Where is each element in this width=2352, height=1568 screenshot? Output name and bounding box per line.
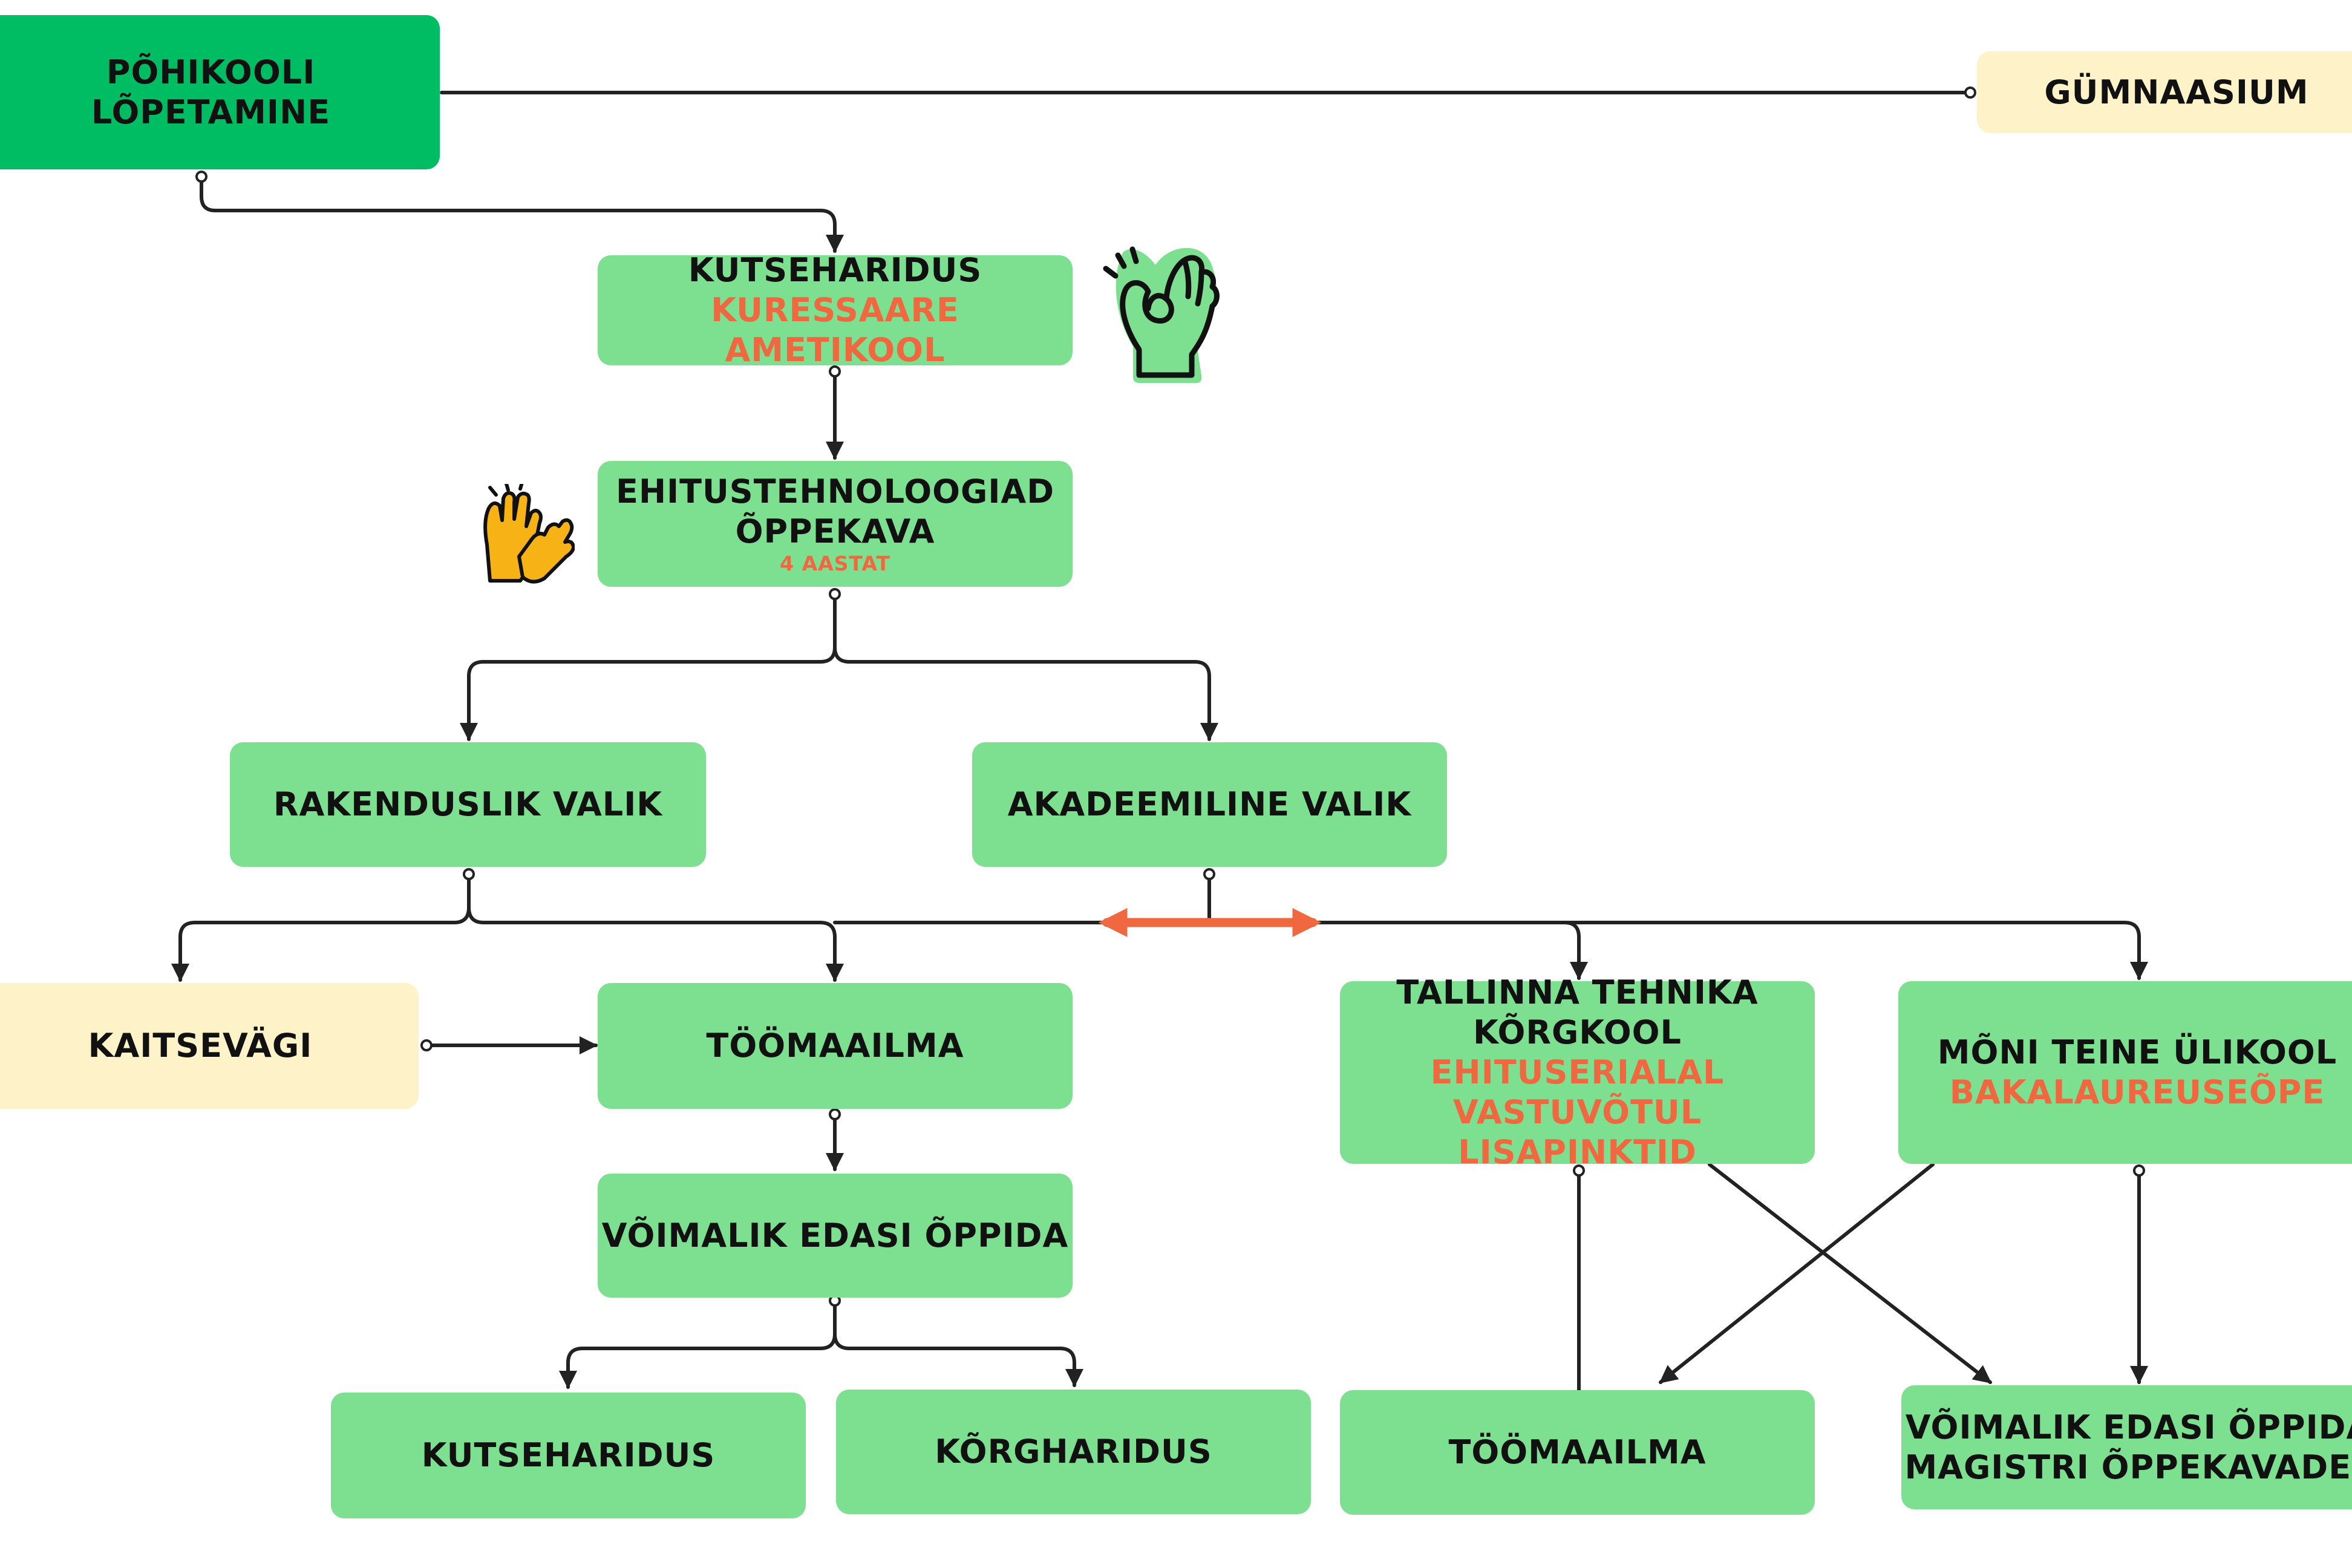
node-voimalik-edasi-oppida-right: VÕIMALIK EDASI ÕPPIDA MAGISTRI ÕPPEKAVAD…	[1901, 1385, 2352, 1509]
node-title: KÕRGHARIDUS	[935, 1432, 1212, 1471]
node-title: VÕIMALIK EDASI ÕPPIDA	[601, 1216, 1069, 1255]
node-title-line1: EHITUSTEHNOLOOGIAD	[615, 472, 1055, 511]
node-kutseharidus-bottom: KUTSEHARIDUS	[331, 1393, 806, 1518]
connector-voimalik-korgharidus	[833, 1332, 1083, 1387]
node-title: TÖÖMAAILMA	[706, 1027, 964, 1065]
connector-dot	[829, 365, 841, 377]
node-title: KUTSEHARIDUS	[688, 251, 982, 290]
node-title-line2: MAGISTRI ÕPPEKAVADEL	[1904, 1448, 2352, 1486]
connector-dot	[1203, 868, 1215, 880]
node-title: MÕNI TEINE ÜLIKOOL	[1937, 1033, 2337, 1072]
node-kutseharidus-top: KUTSEHARIDUS KURESSAARE AMETIKOOL	[598, 251, 1073, 369]
node-voimalik-edasi-oppida-left: VÕIMALIK EDASI ÕPPIDA	[598, 1174, 1073, 1298]
connector-moni-toomaailm	[1659, 1163, 1935, 1384]
connector-dot	[2133, 1165, 2145, 1177]
high-five-icon	[483, 484, 575, 584]
ok-hand-icon	[1103, 246, 1220, 383]
node-pohikool: PÕHIKOOLI LÕPETAMINE	[0, 15, 440, 169]
connector-dot	[420, 1039, 433, 1051]
node-subtitle-line1: EHITUSERIALAL	[1430, 1053, 1725, 1092]
node-gymnaasium: GÜMNAASIUM	[1977, 51, 2352, 133]
node-title-line1: VÕIMALIK EDASI ÕPPIDA	[1905, 1408, 2352, 1446]
node-title-line2: ÕPPEKAVA	[735, 512, 935, 550]
connector-dot	[1573, 1165, 1585, 1177]
connector-tallinna-voimalik	[1708, 1163, 1992, 1384]
connector-dot	[1964, 87, 1976, 99]
connector-akadeemiline-moni	[2123, 921, 2148, 980]
connector-rakenduslik-kaitsevagi	[171, 906, 471, 982]
node-korgharidus: KÕRGHARIDUS	[836, 1390, 1311, 1514]
node-title: KUTSEHARIDUS	[421, 1436, 716, 1475]
connector-voimalik-kutseharidus	[559, 1332, 837, 1389]
node-subtitle: BAKALAUREUSEÕPE	[1949, 1073, 2325, 1111]
node-title: AKADEEMILINE VALIK	[1007, 785, 1412, 824]
node-tallinna-tehnika-korgkool: TALLINNA TEHNIKA KÕRGKOOL EHITUSERIALAL …	[1340, 973, 1815, 1171]
node-kaitsevagi: KAITSEVÄGI	[0, 983, 419, 1109]
node-ehitustehnoloogiad: EHITUSTEHNOLOOGIAD ÕPPEKAVA 4 AASTAT	[598, 461, 1073, 587]
node-title: KAITSEVÄGI	[88, 1027, 313, 1065]
connector-ehitus-rakenduslik	[460, 645, 837, 741]
node-title-line2: KÕRGKOOL	[1473, 1013, 1682, 1052]
connector-dot	[463, 868, 475, 880]
node-title: RAKENDUSLIK VALIK	[273, 785, 663, 824]
node-akadeemiline-valik: AKADEEMILINE VALIK	[972, 742, 1447, 867]
connector-dot	[829, 588, 841, 600]
node-toomaailm-right: TÖÖMAAILMA	[1340, 1390, 1815, 1515]
node-toomaailm-left: TÖÖMAAILMA	[598, 983, 1073, 1109]
node-title-line1: TALLINNA TEHNIKA	[1396, 973, 1759, 1012]
connector-pohikool-kutseharidus	[200, 174, 844, 253]
node-title: GÜMNAASIUM	[2044, 73, 2309, 111]
connector-rakenduslik-toomaailm	[467, 906, 844, 982]
node-note: 4 AASTAT	[780, 551, 890, 575]
connector-ehitus-akadeemiline	[833, 645, 1218, 741]
node-title: PÕHIKOOLI LÕPETAMINE	[91, 53, 331, 131]
node-moni-teine-ulikool: MÕNI TEINE ÜLIKOOL BAKALAUREUSEÕPE	[1898, 981, 2352, 1164]
connector-akadeemiline-tallinna	[1563, 921, 1588, 980]
node-subtitle-line2: VASTUVÕTUL LISAPINKTID	[1452, 1093, 1702, 1171]
node-title: TÖÖMAAILMA	[1448, 1433, 1707, 1472]
node-subtitle: KURESSAARE AMETIKOOL	[711, 291, 959, 369]
connector-dot	[829, 1108, 841, 1120]
connector-dot	[195, 171, 207, 183]
node-rakenduslik-valik: RAKENDUSLIK VALIK	[230, 742, 706, 867]
